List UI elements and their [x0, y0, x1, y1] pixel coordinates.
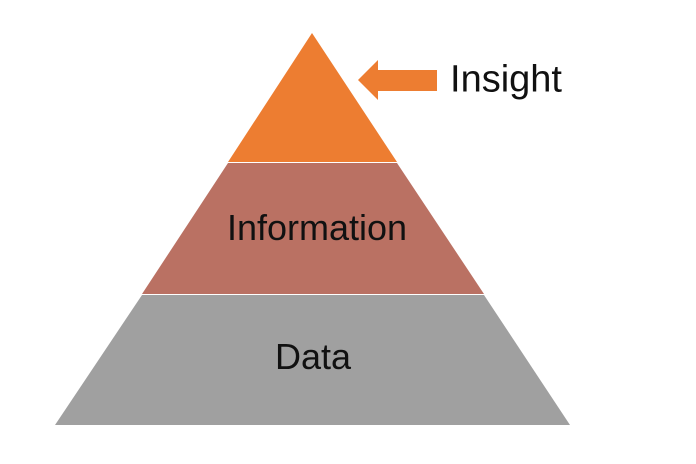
tier-data [55, 295, 570, 425]
arrow-left-icon [358, 60, 437, 100]
tier-information [142, 163, 484, 294]
tier-label-information: Information [226, 207, 408, 248]
tier-label-data: Data [274, 336, 352, 377]
callout-label: Insight [450, 58, 562, 101]
tier-insight [228, 33, 397, 162]
